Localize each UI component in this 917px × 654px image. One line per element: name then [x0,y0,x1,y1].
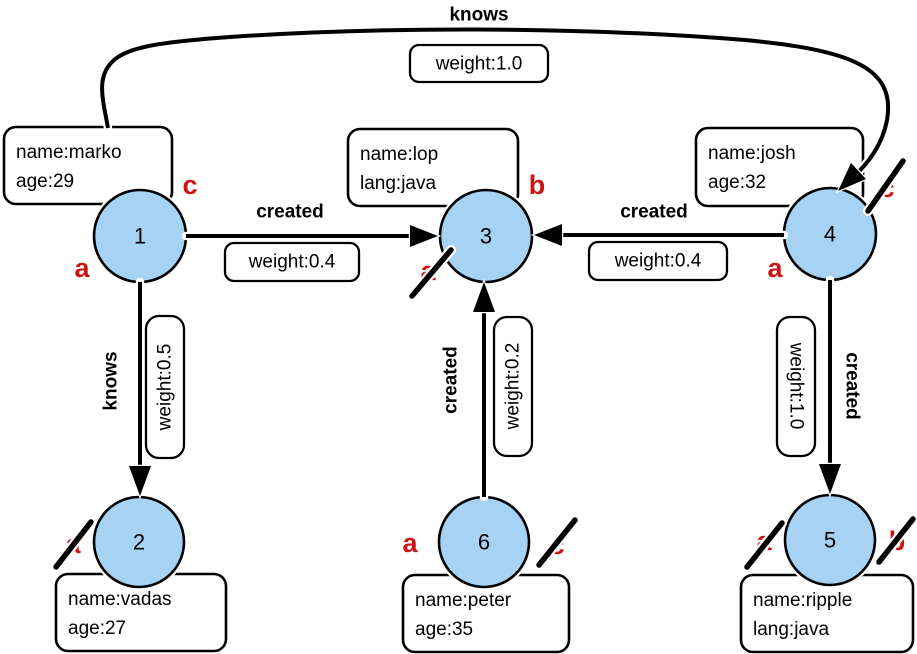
strikeout-marker-a-node-3 [407,245,456,301]
node-number: 1 [134,224,146,249]
weight-box-created-4-3: weight:0.4 [585,238,731,284]
strikeout-marker-c-node-4 [863,156,908,216]
node-1-properties-box: name:marko age:29 [0,123,176,208]
edge-label-knows-1-2: knows [101,351,122,410]
node-circle [92,495,186,589]
property-name: name:vadas [68,589,172,610]
weight-box [492,315,534,458]
edge-created-1-3 [181,223,442,249]
node-4: 4 [780,184,880,284]
node-number: 6 [478,530,490,555]
arrowhead [817,462,843,498]
property-lang: lang:java [753,619,829,640]
weight-box-created-4-5: weight:1.0 [773,313,819,460]
weight-label: weight:0.4 [614,251,702,272]
node-5: 5 [781,491,879,589]
arrowhead [530,222,564,248]
weight-label: weight:0.4 [248,252,336,273]
strikeout-marker-b-node-5 [874,514,917,567]
edge-created-6-3 [471,278,497,502]
node-number: 4 [824,222,836,247]
weight-box-knows-1-4: weight:1.0 [406,41,552,86]
property-name: name:josh [708,143,796,164]
weight-box [775,315,817,458]
slash-icon [865,158,906,214]
arrowhead-knows-1-4 [835,160,869,194]
node-1: 1 [90,186,190,286]
edge-label-created-4-5: created [842,352,863,420]
property-age: age:29 [16,171,74,192]
weight-box-created-1-3: weight:0.4 [221,239,363,285]
node-number: 5 [824,528,836,553]
slash-icon [409,247,454,299]
edge-label-created-1-3: created [256,202,324,223]
edge-label-created-6-3: created [441,346,462,414]
node-3-properties-box: name:lop lang:java [344,125,522,210]
property-age: age:27 [68,618,126,639]
weight-box [144,314,186,460]
weight-box-created-6-3: weight:0.2 [490,313,536,460]
node-6: 6 [435,493,533,591]
marker-b-node-3: b [529,170,546,200]
property-age: age:32 [708,172,766,193]
weight-label: weight:1.0 [786,342,807,430]
node-number: 3 [480,224,492,249]
weight-box [587,240,729,282]
property-name: name:peter [415,590,512,611]
slash-icon [53,519,94,570]
strikeout-marker-a-node-2 [51,517,96,572]
edge-label-knows-1-4: knows [449,5,508,26]
edge-line [100,27,891,191]
weight-box-knows-1-2: weight:0.5 [142,312,188,462]
weight-label: weight:1.0 [435,54,523,75]
node-3: 3 [436,186,536,286]
arrowhead [127,464,153,500]
property-box [2,125,174,206]
property-box [346,127,520,208]
property-lang: lang:java [360,173,436,194]
strikeout-marker-c-node-6 [534,515,580,570]
edge-created-4-5 [817,275,843,498]
node-6-properties-box: name:peter age:35 [399,571,573,654]
edge-knows-1-4 [97,25,893,194]
property-name: name:ripple [753,590,852,611]
node-2-properties-box: name:vadas age:27 [52,570,230,654]
slash-icon [744,520,785,570]
arrowhead [408,223,442,249]
property-name: name:lop [360,144,438,165]
strikeout-marker-a-node-5 [742,518,787,572]
edge-created-4-3 [530,222,789,248]
slash-icon [536,517,578,568]
marker-a-node-6: a [402,528,418,558]
property-age: age:35 [415,619,473,640]
marker-a-node-1: a [74,253,90,283]
weight-box [408,43,550,84]
marker-a-node-4: a [767,253,783,283]
weight-label: weight:0.2 [503,343,524,431]
edge-label-created-4-3: created [620,202,688,223]
marker-c-node-1: c [182,170,197,200]
arrowhead [471,278,497,314]
weight-box [223,241,361,283]
weight-label: weight:0.5 [155,344,176,432]
node-number: 2 [133,530,145,555]
node-2: 2 [90,493,188,591]
property-name: name:marko [16,142,122,163]
slash-icon [876,516,916,565]
edge-knows-1-2 [127,277,153,500]
